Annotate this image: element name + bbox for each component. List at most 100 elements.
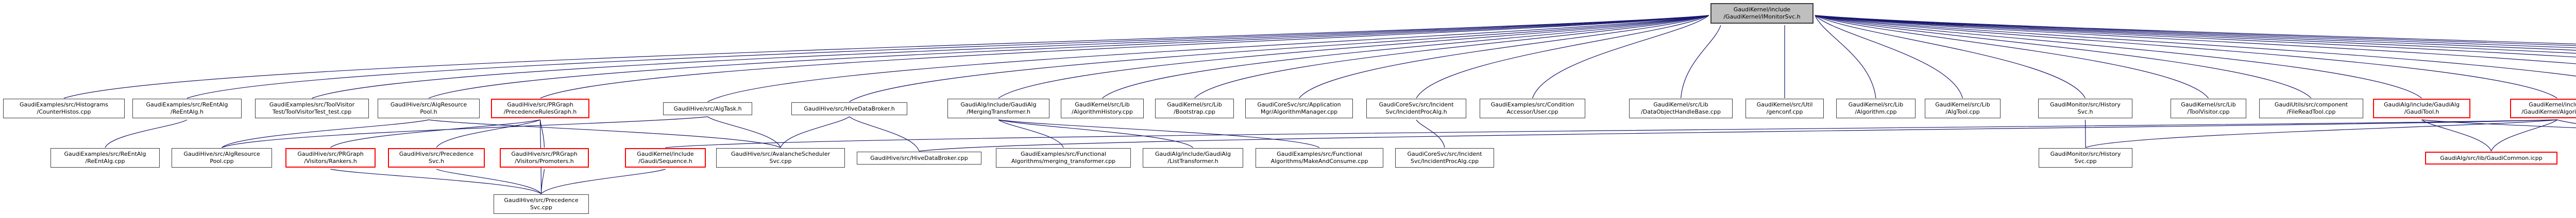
include-edge-n34-n5 [436, 119, 540, 148]
graph-node-label-line: GaudiHive/src/HiveDataBroker.h [804, 105, 895, 112]
graph-node-n7[interactable]: GaudiHive/src/HiveDataBroker.h [791, 102, 907, 115]
graph-node-label-line: Svc.cpp [2074, 158, 2097, 165]
graph-node-n19[interactable]: GaudiKernel/src/Lib/ToolVisitor.cpp [2171, 99, 2246, 118]
graph-node-n21[interactable]: GaudiAlg/include/GaudiAlg/GaudiTool.h [2373, 99, 2470, 118]
graph-node-label-line: /ReEntAlg.cpp [85, 158, 125, 165]
graph-node-n35[interactable]: GaudiHive/src/PRGraph/Visitors/Promoters… [500, 148, 589, 168]
graph-node-label-line: /ListTransformer.h [1167, 158, 1218, 165]
graph-node-n8[interactable]: GaudiAlg/include/GaudiAlg/MergingTransfo… [947, 99, 1049, 118]
graph-node-label-line: GaudiHive/src/AlgResource [390, 101, 467, 108]
graph-node-label-line: GaudiAlg/include/GaudiAlg [1155, 151, 1231, 157]
graph-node-label-line: GaudiHive/src/PRGraph [511, 151, 578, 157]
graph-node-label-line: Svc.h [428, 158, 444, 165]
graph-node-n1[interactable]: GaudiExamples/src/Histograms/CounterHist… [3, 99, 125, 118]
graph-node-n20[interactable]: GaudiUtils/src/component/FileReadTool.cp… [2259, 99, 2363, 118]
include-edge-n23-n0 [1815, 15, 2576, 77]
graph-node-n14[interactable]: GaudiKernel/src/Lib/DataObjectHandleBase… [1629, 99, 1733, 118]
graph-node-label-line: /GaudiKernel/Algorithm.h [2521, 108, 2576, 115]
graph-node-label-line: GaudiHive/src/PRGraph [507, 101, 573, 108]
include-edge-n42-n12 [1416, 119, 1445, 148]
graph-node-label-line: /ReEntAlg.h [171, 108, 204, 115]
graph-node-label-line: Accessor/User.cpp [1506, 108, 1558, 115]
include-edge-n47-n36 [541, 169, 666, 194]
graph-node-label-line: GaudiKernel/src/Lib [2181, 101, 2236, 108]
include-edge-n10-n0 [1194, 15, 1709, 99]
graph-node-label-line: GaudiKernel/src/Lib [1848, 101, 1904, 108]
include-edge-n17-n0 [1815, 15, 1963, 99]
graph-node-label-line: /Bootstrap.cpp [1174, 108, 1215, 115]
include-edge-n36-n22 [665, 119, 2557, 148]
include-edge-n14-n0 [1680, 25, 1721, 99]
include-edge-n38-n22 [919, 119, 2557, 152]
include-edge-n21-n0 [1815, 15, 2422, 99]
include-edge-n47-n33 [330, 169, 541, 194]
graph-node-n16[interactable]: GaudiKernel/src/Lib/Algorithm.cpp [1836, 99, 1916, 118]
graph-node-label-line: GaudiKernel/src/Util [1756, 101, 1813, 108]
graph-node-label-line: Svc/IncidentProcAlg.h [1385, 108, 1447, 115]
include-edge-n9-n0 [1102, 15, 1709, 99]
include-edge-n29-n0 [1815, 15, 2576, 46]
graph-node-n10[interactable]: GaudiKernel/src/Lib/Bootstrap.cpp [1155, 99, 1234, 118]
graph-node-label-line: GaudiCoreSvc/src/Incident [1407, 151, 1482, 157]
graph-node-label-line: GaudiAlg/src/lib/GaudiCommon.icpp [2440, 154, 2543, 161]
graph-node-n31[interactable]: GaudiExamples/src/ReEntAlg/ReEntAlg.cpp [50, 148, 160, 168]
graph-node-n17[interactable]: GaudiKernel/src/Lib/AlgTool.cpp [1925, 99, 2001, 118]
graph-node-label-line: /MergingTransformer.h [967, 108, 1030, 115]
include-edge-n43-n22 [2085, 119, 2557, 148]
graph-node-label-line: Mgr/AlgorithmManager.cpp [1260, 108, 1338, 115]
graph-node-n36[interactable]: GaudiKernel/include/Gaudi/Sequence.h [625, 148, 706, 168]
graph-node-label-line: GaudiAlg/include/GaudiAlg [2384, 101, 2460, 108]
graph-node-label-line: GaudiExamples/src/Functional [1277, 151, 1362, 157]
graph-node-n33[interactable]: GaudiHive/src/PRGraph/Visitors/Rankers.h [285, 148, 376, 168]
include-edge-n11-n0 [1299, 15, 1709, 99]
include-edge-n24-n0 [1815, 15, 2576, 64]
graph-node-n2[interactable]: GaudiExamples/src/ReEntAlg/ReEntAlg.h [132, 99, 242, 118]
include-edge-n5-n0 [540, 15, 1709, 99]
include-edge-n37-n7 [780, 116, 850, 148]
graph-node-n40[interactable]: GaudiAlg/include/GaudiAlg/ListTransforme… [1143, 148, 1243, 168]
graph-node-n44[interactable]: GaudiAlg/src/lib/GaudiCommon.icpp [2425, 152, 2557, 165]
graph-node-label-line: /DataObjectHandleBase.cpp [1641, 108, 1721, 115]
graph-node-label-line: /ToolVisitor.cpp [2187, 108, 2230, 115]
include-edge-n7-n0 [849, 15, 1709, 102]
include-edge-n4-n0 [428, 15, 1709, 99]
graph-node-label-line: GaudiExamples/src/ToolVisitor [269, 101, 355, 108]
include-edge-n30-n0 [1815, 15, 2576, 45]
graph-node-label-line: /FileReadTool.cpp [2286, 108, 2336, 115]
graph-node-label-line: GaudiHive/src/AvalancheScheduler [731, 151, 831, 157]
include-edge-n47-n35 [540, 169, 545, 194]
graph-node-n9[interactable]: GaudiKernel/src/Lib/AlgorithmHistory.cpp [1061, 99, 1144, 118]
graph-node-n22[interactable]: GaudiKernel/include/GaudiKernel/Algorith… [2510, 99, 2576, 118]
graph-node-label-line: GaudiExamples/src/ReEntAlg [146, 101, 228, 108]
graph-node-label-line: Svc.cpp [530, 204, 553, 211]
graph-node-n5[interactable]: GaudiHive/src/PRGraph/PrecedenceRulesGra… [491, 99, 589, 118]
graph-node-label-line: GaudiKernel/src/Lib [1935, 101, 1990, 108]
graph-node-label-line: GaudiCoreSvc/src/Incident [1379, 101, 1454, 108]
graph-node-label-line: GaudiKernel/include [1733, 6, 1791, 13]
graph-node-n38[interactable]: GaudiHive/src/HiveDataBroker.cpp [857, 152, 981, 165]
include-edge-n37-n4 [428, 119, 781, 148]
graph-node-label-line: GaudiKernel/src/Lib [1075, 101, 1130, 108]
graph-node-n6[interactable]: GaudiHive/src/AlgTask.h [663, 102, 752, 115]
graph-node-label-line: GaudiHive/src/AlgTask.h [673, 105, 742, 112]
graph-node-n15[interactable]: GaudiKernel/src/Util/genconf.cpp [1745, 99, 1824, 118]
include-edge-n25-n0 [1815, 15, 2576, 58]
include-edge-n45-n22 [2557, 119, 2576, 124]
include-edge-n27-n0 [1815, 15, 2576, 51]
graph-node-label-line: /CounterHistos.cpp [37, 108, 91, 115]
